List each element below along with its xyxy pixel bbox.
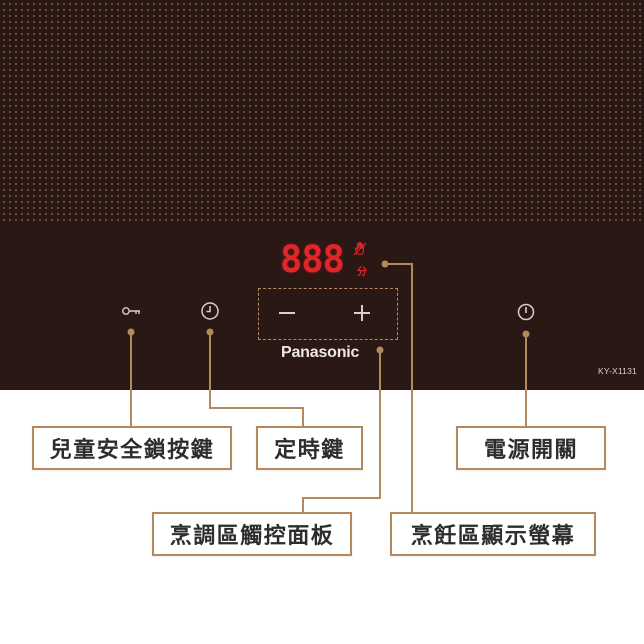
plus-icon-vertical <box>361 305 363 321</box>
power-dot <box>522 330 530 338</box>
brand-logo: Panasonic <box>281 344 360 361</box>
display-line <box>385 263 413 512</box>
touch-panel-line <box>302 350 381 512</box>
power-callout: 電源開關 <box>456 426 606 470</box>
cooktop-panel: 888 分 Panasonic KY-X1131 <box>0 0 644 390</box>
minutes-unit: 分 <box>357 267 367 278</box>
display-dot <box>381 260 389 268</box>
model-number: KY-X1131 <box>598 366 637 376</box>
touch-control-area[interactable] <box>258 288 398 340</box>
power-icon[interactable] <box>516 302 536 322</box>
child-lock-callout: 兒童安全鎖按鍵 <box>32 426 232 470</box>
clock-icon[interactable] <box>200 301 220 321</box>
display-callout: 烹飪區顯示螢幕 <box>390 512 596 556</box>
child-lock-dot <box>127 328 135 336</box>
glass-dot-pattern <box>0 0 644 222</box>
key-icon[interactable] <box>121 305 143 317</box>
minus-icon[interactable] <box>279 312 295 314</box>
cooking-zone-display: 888 <box>280 238 345 281</box>
timer-line <box>209 332 304 426</box>
timer-dot <box>206 328 214 336</box>
timer-callout: 定時鍵 <box>256 426 363 470</box>
touch-panel-callout: 烹調區觸控面板 <box>152 512 352 556</box>
hand-icon <box>353 241 367 256</box>
touch-panel-dot <box>376 346 384 354</box>
